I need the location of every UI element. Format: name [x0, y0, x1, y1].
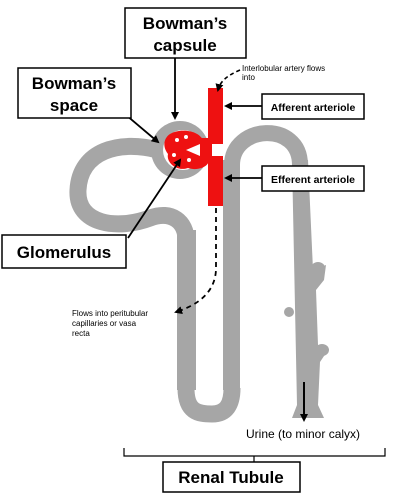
arteriole-connector — [198, 138, 212, 160]
glomerulus-arrow — [127, 158, 182, 239]
label-box — [261, 165, 365, 192]
bowmans-space-label-box: Bowman’s space — [17, 67, 132, 119]
glomerulus-dot — [175, 138, 179, 142]
glomerulus-dot — [187, 158, 191, 162]
efferent-label: Efferent arteriole — [271, 174, 355, 186]
duct-bump — [311, 262, 325, 274]
duct-bump — [315, 344, 329, 356]
afferent-label: Afferent arteriole — [271, 102, 356, 114]
afferent-arteriole-shape — [208, 88, 223, 144]
efferent-label-box: Efferent arteriole — [261, 165, 365, 192]
label-box — [17, 67, 132, 119]
renal-tubule-label: Renal Tubule — [178, 468, 283, 487]
glomerulus-dot — [172, 153, 176, 157]
glomerulus-label: Glomerulus — [17, 243, 111, 262]
renal-tubule-brace — [123, 448, 386, 462]
distal-convoluted-tubule — [224, 125, 308, 166]
label-box — [124, 7, 247, 59]
annotation-lines — [123, 58, 386, 462]
loop-of-henle — [177, 387, 241, 423]
efferent-arteriole-shape — [208, 156, 223, 206]
glomerulus-notch — [186, 144, 200, 156]
label-box — [261, 93, 365, 120]
interlobular-note-line2: into — [242, 73, 255, 82]
descending-limb — [177, 230, 196, 390]
peritubular-note-line2: capillaries or vasa — [72, 319, 137, 328]
bowmans-capsule-label-line1: Bowman’s — [143, 14, 227, 33]
bowmans-space-label-line1: Bowman’s — [32, 74, 116, 93]
renal-tubule-label-box: Renal Tubule — [162, 461, 301, 493]
collecting-duct — [292, 160, 328, 418]
bowmans-capsule-label-box: Bowman’s capsule — [124, 7, 247, 59]
label-box — [162, 461, 301, 493]
glomerulus-dot — [184, 135, 188, 139]
peritubular-note-line3: recta — [72, 329, 90, 338]
glomerulus-label-box: Glomerulus — [1, 234, 127, 269]
label-box — [1, 234, 127, 269]
space-arrow — [125, 114, 160, 144]
bowmans-space-label-line2: space — [50, 96, 98, 115]
afferent-label-box: Afferent arteriole — [261, 93, 365, 120]
interlobular-note-line1: Interlobular artery flows — [242, 64, 325, 73]
bowmans-capsule-label-line2: capsule — [153, 36, 216, 55]
urine-label: Urine (to minor calyx) — [246, 427, 360, 441]
arterioles — [164, 88, 223, 206]
ascending-limb — [223, 160, 240, 390]
duct-bump — [284, 307, 294, 317]
interlobular-dashed-arrow — [215, 69, 241, 92]
peritubular-note-line1: Flows into peritubular — [72, 309, 148, 318]
proximal-convoluted-tubule — [69, 137, 195, 249]
